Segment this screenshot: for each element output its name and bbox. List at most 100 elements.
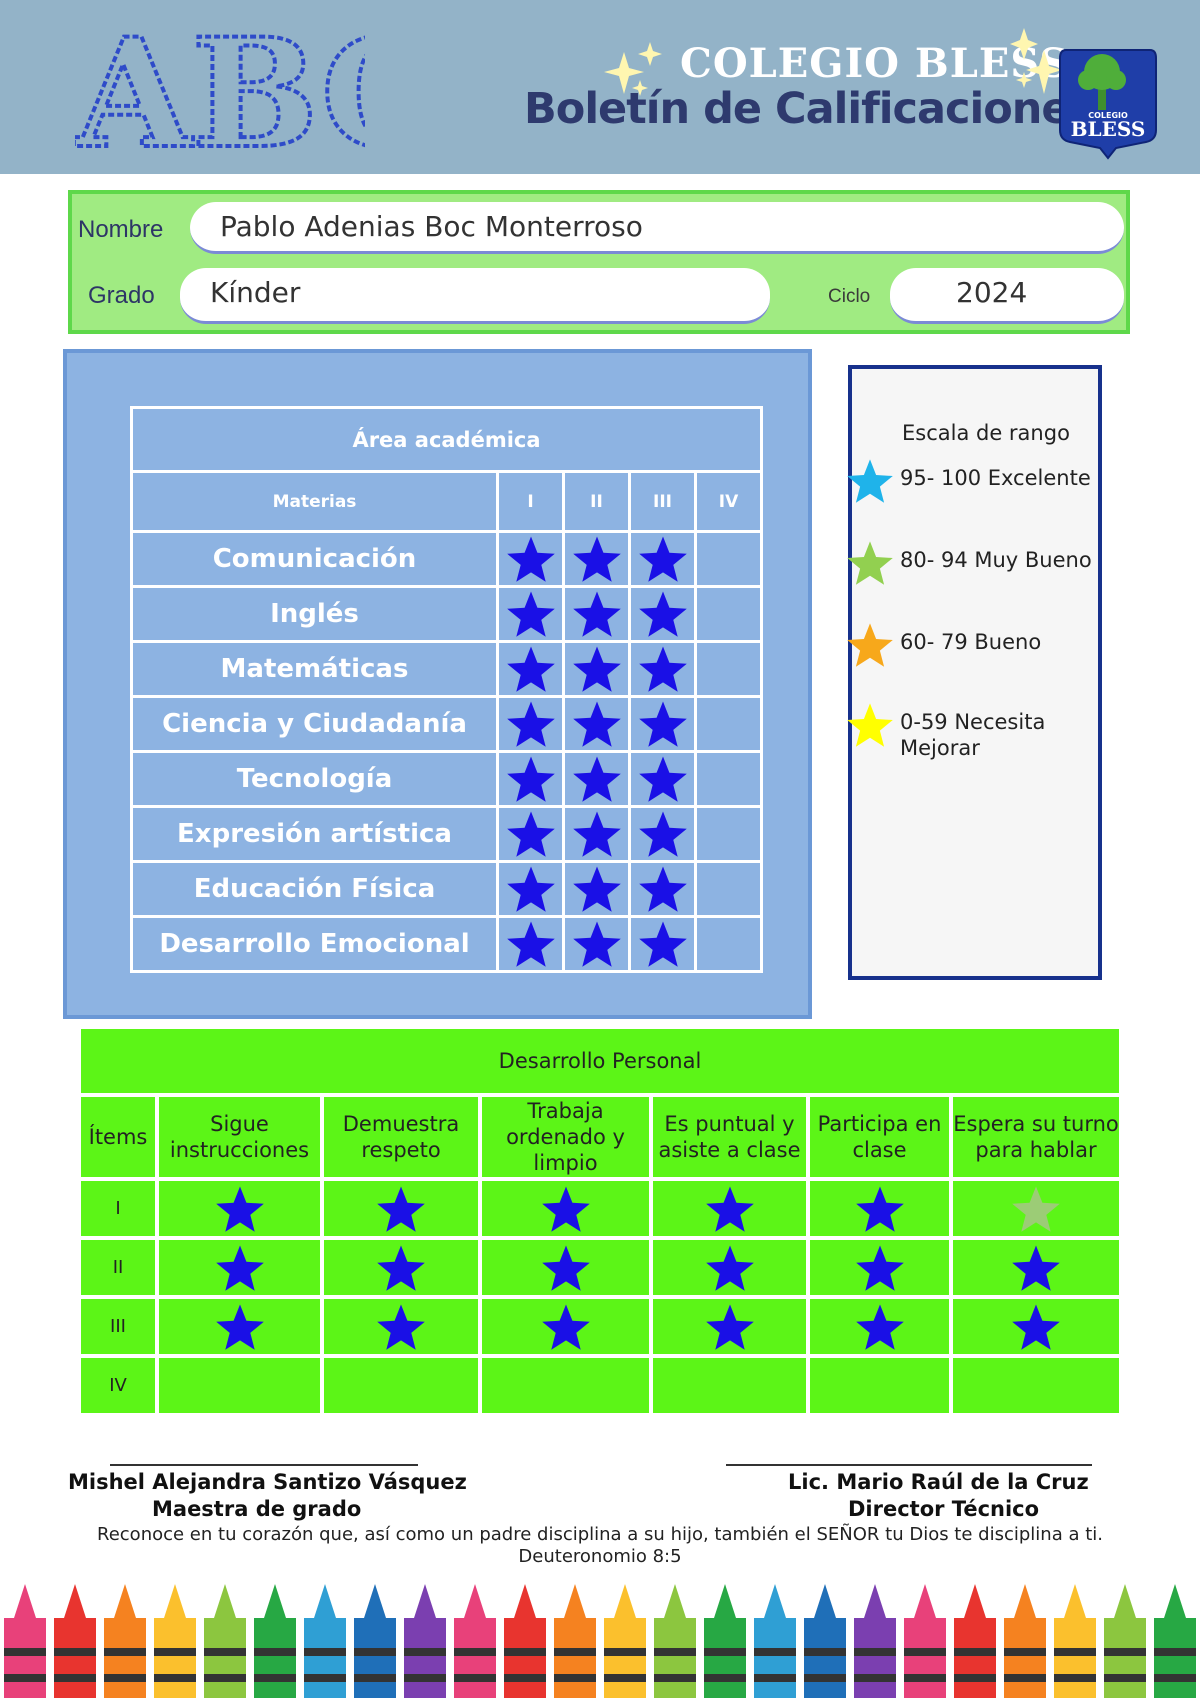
crayons-border-decoration <box>4 1584 1196 1698</box>
academic-table-row: Educación Física <box>130 860 763 918</box>
grade-cell <box>628 640 697 698</box>
subjects-header: Materias <box>130 470 499 533</box>
grade-cell <box>496 640 565 698</box>
behavior-star-icon <box>705 1186 754 1232</box>
behavior-mark-cell <box>478 1236 653 1299</box>
crayon <box>704 1584 746 1698</box>
grade-star-icon <box>572 921 621 967</box>
behavior-star-icon <box>1012 1186 1060 1232</box>
svg-text:ABC: ABC <box>75 18 365 168</box>
grade-cell <box>694 640 763 698</box>
crayon <box>1004 1584 1046 1698</box>
grade-cell <box>628 915 697 973</box>
behavior-mark-cell <box>320 1236 482 1299</box>
academic-table-row: Ciencia y Ciudadanía <box>130 695 763 753</box>
grade-star-icon <box>638 536 687 582</box>
behavior-star-icon <box>1012 1304 1060 1350</box>
behavior-star-icon <box>705 1304 754 1350</box>
crayon <box>404 1584 446 1698</box>
crayon <box>304 1584 346 1698</box>
quarter-header: III <box>628 470 697 533</box>
quarter-header: II <box>562 470 631 533</box>
grade-star-icon <box>638 756 687 802</box>
grade-cell <box>694 860 763 918</box>
svg-text:COLEGIO: COLEGIO <box>1088 111 1128 120</box>
grade-star-icon <box>572 756 621 802</box>
grade-cell <box>496 805 565 863</box>
student-info-box: Nombre Pablo Adenias Boc Monterroso Grad… <box>68 190 1130 334</box>
sparkle-icon <box>1010 28 1062 94</box>
grade-star-icon <box>572 646 621 692</box>
behavior-mark-cell <box>806 1295 953 1358</box>
behavior-mark-cell <box>649 1177 810 1240</box>
grade-cell <box>562 530 631 588</box>
grade-cell <box>694 695 763 753</box>
quarter-header: IV <box>694 470 763 533</box>
academic-table-row: Matemáticas <box>130 640 763 698</box>
grade-field: Kínder <box>180 268 770 324</box>
behavior-mark-cell <box>478 1177 653 1240</box>
behavior-star-icon <box>215 1304 264 1350</box>
crayon <box>254 1584 296 1698</box>
report-card-title: Boletín de Calificaciones <box>524 84 1095 134</box>
behavior-column-header: Es puntual y asiste a clase <box>649 1093 810 1181</box>
crayon <box>954 1584 996 1698</box>
academic-table-row: Expresión artística <box>130 805 763 863</box>
academic-table-row: Inglés <box>130 585 763 643</box>
behavior-star-icon <box>215 1245 264 1291</box>
grade-cell <box>496 585 565 643</box>
grade-cell <box>496 695 565 753</box>
grade-cell <box>496 860 565 918</box>
behavior-mark-cell <box>949 1177 1123 1240</box>
quarter-label: I <box>77 1177 159 1240</box>
legend-star-icon <box>847 541 893 585</box>
grade-star-icon <box>638 866 687 912</box>
subject-name: Tecnología <box>130 750 499 808</box>
teacher-signature-line <box>110 1464 418 1466</box>
subject-name: Matemáticas <box>130 640 499 698</box>
school-name: COLEGIO BLESS <box>680 40 1070 87</box>
crayon <box>854 1584 896 1698</box>
legend-label: 95- 100 Excelente <box>900 466 1091 490</box>
legend-star-icon <box>847 703 893 747</box>
behavior-star-icon <box>855 1186 904 1232</box>
grade-cell <box>628 860 697 918</box>
grade-cell <box>694 585 763 643</box>
legend-star-icon <box>847 623 893 667</box>
behavior-mark-cell <box>155 1177 324 1240</box>
behavior-star-icon <box>541 1304 590 1350</box>
subject-name: Expresión artística <box>130 805 499 863</box>
academic-grades-table: Área académica Materias I II III IV Comu… <box>130 406 763 973</box>
subject-name: Ciencia y Ciudadanía <box>130 695 499 753</box>
behavior-mark-cell <box>949 1354 1123 1417</box>
behavior-star-icon <box>377 1245 425 1291</box>
behavior-mark-cell <box>478 1354 653 1417</box>
legend-star-icon <box>847 459 893 503</box>
behavior-star-icon <box>855 1245 904 1291</box>
behavior-star-icon <box>377 1186 425 1232</box>
crayon <box>54 1584 96 1698</box>
behavior-star-icon <box>855 1304 904 1350</box>
behavior-mark-cell <box>649 1295 810 1358</box>
grade-star-icon <box>638 811 687 857</box>
quarter-label: III <box>77 1295 159 1358</box>
items-header: Ítems <box>77 1093 159 1181</box>
crayon <box>1054 1584 1096 1698</box>
grade-star-icon <box>638 591 687 637</box>
quarter-label: II <box>77 1236 159 1299</box>
behavior-mark-cell <box>320 1354 482 1417</box>
grade-star-icon <box>572 591 621 637</box>
grade-cell <box>562 915 631 973</box>
subject-name: Comunicación <box>130 530 499 588</box>
personal-table-row: III <box>77 1295 1123 1358</box>
quarter-header: I <box>496 470 565 533</box>
behavior-star-icon <box>1012 1245 1060 1291</box>
grade-star-icon <box>572 536 621 582</box>
sparkle-icon <box>604 42 662 96</box>
behavior-mark-cell <box>949 1295 1123 1358</box>
crayon <box>754 1584 796 1698</box>
crayon <box>554 1584 596 1698</box>
legend-label: 60- 79 Bueno <box>900 630 1042 654</box>
grade-cell <box>562 750 631 808</box>
grade-star-icon <box>506 921 555 967</box>
